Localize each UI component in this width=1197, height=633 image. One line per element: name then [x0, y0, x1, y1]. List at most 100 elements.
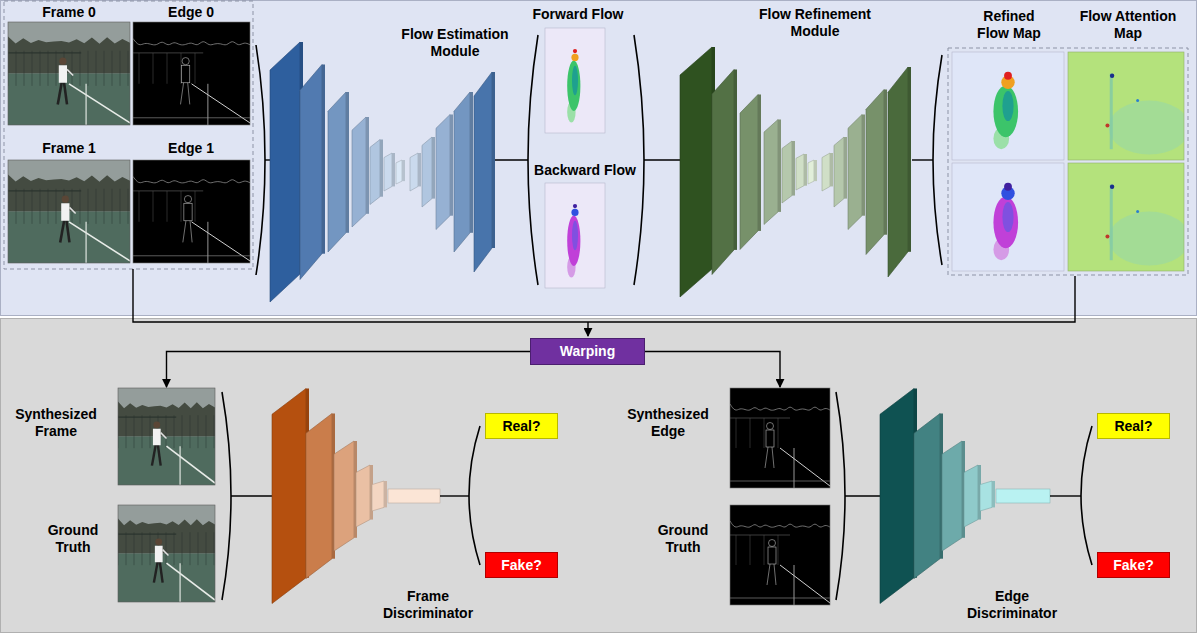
- node-text: Fake?: [1113, 557, 1153, 574]
- photo: [206, 532, 207, 565]
- output-box: Real?: [485, 413, 558, 439]
- photo: [128, 51, 129, 86]
- label: Refined Flow Map: [969, 8, 1049, 42]
- flow-map: [567, 61, 580, 111]
- photo: [118, 388, 215, 485]
- flow-map: [993, 85, 1018, 137]
- flow-map: [571, 209, 578, 216]
- photo: [118, 505, 215, 602]
- photo: [174, 415, 175, 448]
- connector-line: [588, 322, 589, 336]
- node-text: Fake?: [501, 557, 541, 574]
- photo: [8, 160, 130, 263]
- photo: [72, 189, 73, 224]
- bracket: [933, 55, 942, 265]
- network-stack: [380, 140, 383, 197]
- network-stack: [328, 92, 346, 252]
- photo: [158, 444, 161, 465]
- flow-map: [545, 28, 605, 133]
- network-stack: [372, 481, 384, 511]
- network-stack: [734, 70, 737, 250]
- photo: [8, 22, 130, 125]
- network-stack: [270, 42, 300, 302]
- photo: [174, 532, 175, 565]
- bracket: [222, 392, 231, 600]
- edge-map: [767, 423, 774, 430]
- photo: [167, 446, 216, 483]
- edge-map: [195, 53, 196, 84]
- photo: [153, 421, 160, 428]
- network-stack: [914, 414, 940, 579]
- photo: [118, 402, 215, 437]
- photo: [69, 84, 130, 123]
- label: Frame 0: [29, 4, 109, 21]
- label: Edge Discriminator: [960, 588, 1065, 622]
- attention-map: [1068, 52, 1184, 160]
- label: Flow Attention Map: [1078, 8, 1178, 42]
- photo: [120, 51, 121, 86]
- edge-map: [736, 535, 737, 565]
- network-stack: [418, 153, 421, 186]
- edge-map: [183, 221, 192, 243]
- panel: [1, 319, 1197, 633]
- connector-line: [495, 159, 528, 160]
- photo: [190, 532, 191, 565]
- edge-map: [730, 388, 830, 488]
- edge-map: [133, 160, 250, 263]
- photo: [8, 22, 130, 125]
- attention-map: [1068, 52, 1190, 160]
- network-stack: [740, 95, 758, 250]
- flow-map: [1004, 183, 1012, 191]
- network-stack: [996, 489, 1050, 503]
- photo: [56, 189, 57, 224]
- edge-map: [167, 53, 168, 84]
- network-stack: [814, 160, 817, 181]
- flow-map: [952, 52, 1064, 160]
- flow-map: [545, 28, 605, 133]
- flow-map: [545, 28, 605, 133]
- photo: [60, 220, 64, 243]
- flow-map: [567, 216, 580, 266]
- photo: [88, 189, 89, 224]
- bracket: [1081, 426, 1092, 565]
- attention-map: [1109, 101, 1184, 155]
- attention-map: [1105, 234, 1109, 238]
- edge-map: [133, 22, 250, 125]
- edge-map: [764, 535, 765, 565]
- photo: [161, 433, 167, 439]
- network-stack: [796, 154, 804, 190]
- edge-map: [780, 565, 830, 603]
- photo: [8, 190, 81, 191]
- label: Frame 1: [29, 140, 109, 157]
- photo: [8, 160, 130, 263]
- flow-map: [573, 204, 577, 208]
- edge-map: [750, 535, 751, 565]
- connector-arrow: [167, 352, 531, 388]
- edge-map: [730, 388, 830, 488]
- edge-map: [133, 190, 203, 191]
- label: Edge 0: [151, 4, 231, 21]
- label: Flow Estimation Module: [393, 26, 518, 60]
- flow-map: [952, 163, 1064, 271]
- bracket: [528, 35, 538, 285]
- photo: [24, 51, 25, 86]
- edge-map: [133, 176, 250, 182]
- edge-map: [764, 418, 765, 448]
- network-stack: [880, 389, 1050, 604]
- photo: [142, 415, 143, 448]
- dashed-frame: [4, 1, 253, 269]
- flow-map: [571, 54, 578, 61]
- edge-map: [133, 38, 250, 44]
- network-stack: [834, 137, 844, 207]
- attention-map: [1068, 163, 1184, 271]
- network-stack: [844, 137, 847, 199]
- connector-line: [440, 496, 469, 497]
- network-stack: [334, 441, 354, 551]
- photo: [206, 415, 207, 448]
- network-stack: [782, 141, 792, 203]
- photo: [64, 82, 67, 105]
- photo: [58, 82, 62, 105]
- edge-map: [730, 521, 830, 527]
